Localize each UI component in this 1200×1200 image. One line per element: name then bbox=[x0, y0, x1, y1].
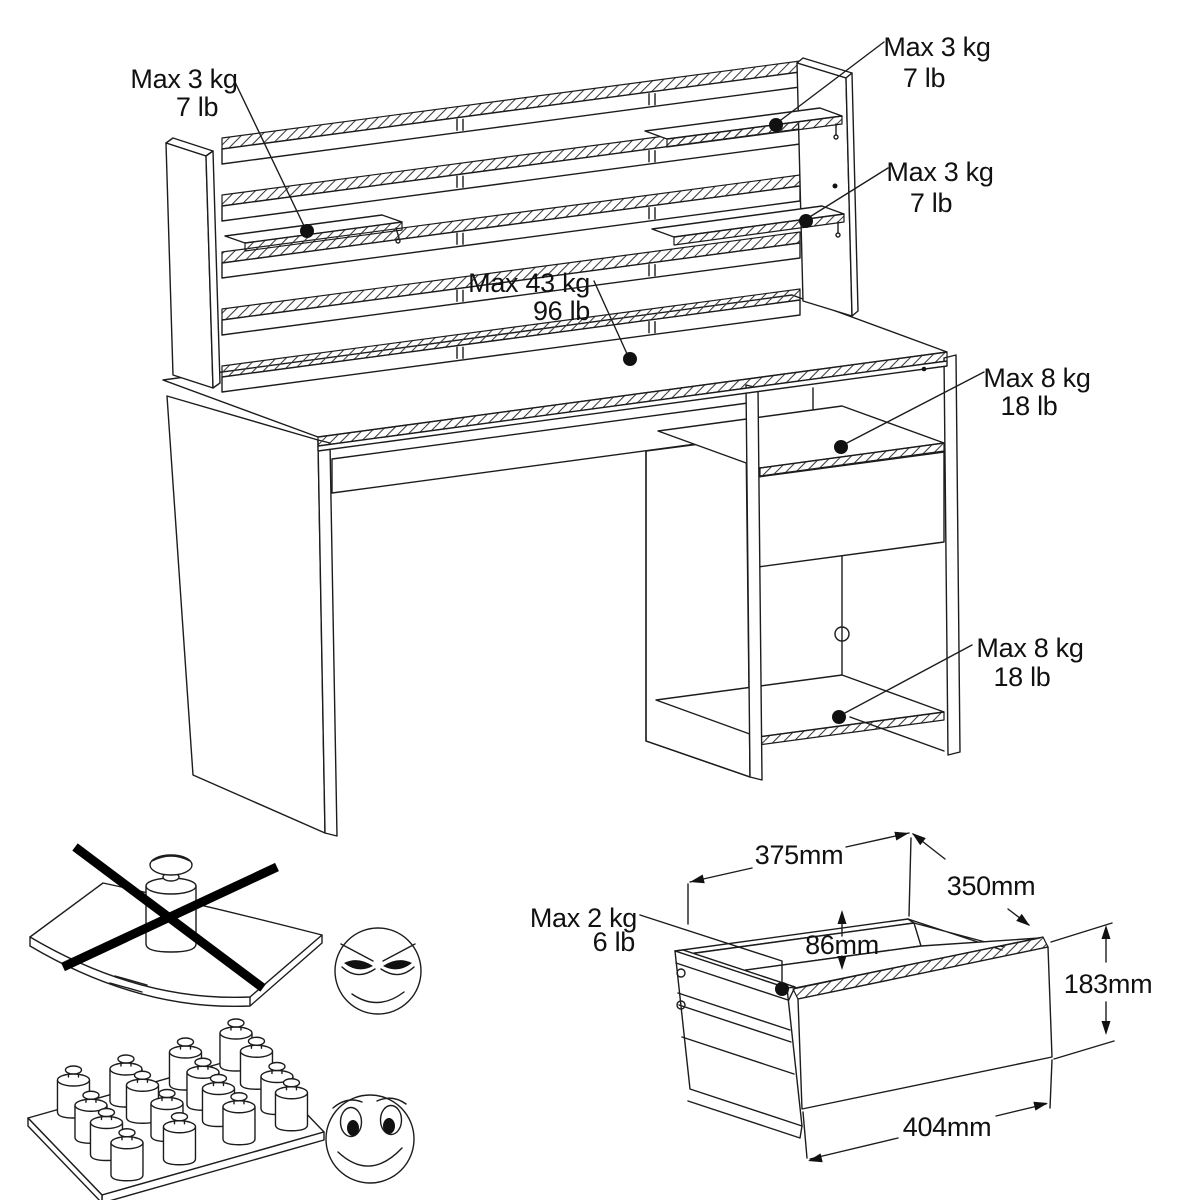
dimension-inner-depth bbox=[837, 910, 847, 970]
desk-left-leg bbox=[166, 395, 338, 837]
leader-lines bbox=[233, 41, 985, 724]
leader-line bbox=[639, 914, 783, 985]
hutch-right-panel bbox=[796, 57, 859, 317]
rail-seam-mark bbox=[648, 93, 656, 106]
desk-isometric-drawing bbox=[162, 41, 985, 837]
ref-dot bbox=[775, 982, 789, 996]
desk-hutch bbox=[165, 57, 859, 393]
label-drawer-kg: Max 2 kg bbox=[530, 903, 637, 933]
label-desktop-kg: Max 43 kg bbox=[468, 268, 590, 298]
happy-face-icon bbox=[325, 1094, 415, 1184]
label-shelf-left-kg: Max 3 kg bbox=[130, 64, 237, 94]
desk-pedestal bbox=[645, 354, 961, 781]
cross-out-mark bbox=[61, 843, 279, 992]
rail-seam-mark bbox=[456, 175, 464, 188]
label-drawer-lb: 6 lb bbox=[593, 927, 635, 957]
distributed-load-illustration bbox=[27, 1018, 325, 1200]
hutch-left-panel bbox=[165, 137, 221, 389]
label-open-shelf-kg: Max 8 kg bbox=[983, 363, 1090, 393]
rail-seam-mark bbox=[648, 264, 656, 277]
drawer-front-panel bbox=[792, 936, 1053, 1110]
weights-group bbox=[56, 1018, 309, 1182]
label-shelf-top-right-lb: 7 lb bbox=[903, 63, 945, 93]
ref-dot bbox=[769, 118, 783, 132]
label-shelf-right-lb: 7 lb bbox=[910, 188, 952, 218]
weight-icon bbox=[260, 1061, 294, 1116]
hutch-shelf-top-right bbox=[644, 107, 843, 148]
weight-icon bbox=[162, 1112, 197, 1166]
cam-mark bbox=[921, 366, 927, 372]
ref-dot bbox=[799, 214, 813, 228]
ref-dot bbox=[623, 352, 637, 366]
rail-seam-mark bbox=[456, 118, 464, 131]
rail-seam-mark bbox=[456, 289, 464, 302]
rail-seam-mark bbox=[456, 346, 464, 359]
dimension-top-depth bbox=[912, 833, 1030, 926]
dim-text-86: 86mm bbox=[805, 930, 879, 960]
dim-text-375: 375mm bbox=[755, 840, 844, 870]
warning-point-load-illustration bbox=[29, 843, 323, 1008]
rail-seam-mark bbox=[648, 207, 656, 220]
angry-face-icon bbox=[334, 927, 422, 1015]
label-bottom-shelf-kg: Max 8 kg bbox=[976, 633, 1083, 663]
label-open-shelf-lb: 18 lb bbox=[1000, 391, 1057, 421]
label-shelf-top-right-kg: Max 3 kg bbox=[883, 32, 990, 62]
single-weight-icon bbox=[145, 854, 197, 953]
weight-icon bbox=[222, 1092, 256, 1146]
ref-dot bbox=[300, 224, 314, 238]
ref-dot bbox=[834, 440, 848, 454]
dimension-top-width bbox=[687, 831, 912, 925]
cam-mark bbox=[832, 183, 838, 189]
dim-text-404: 404mm bbox=[903, 1112, 992, 1142]
rail-seam-mark bbox=[456, 232, 464, 245]
weight-icon bbox=[110, 1128, 144, 1182]
rail-seam-mark bbox=[648, 150, 656, 163]
dimension-front-height bbox=[1050, 922, 1115, 1060]
weight-icon bbox=[239, 1036, 274, 1090]
drawer-dimension-drawing bbox=[639, 831, 1115, 1163]
label-shelf-left-lb: 7 lb bbox=[176, 92, 218, 122]
dim-text-183: 183mm bbox=[1064, 969, 1153, 999]
label-bottom-shelf-lb: 18 lb bbox=[993, 662, 1050, 692]
dim-text-350: 350mm bbox=[947, 871, 1036, 901]
weight-icon bbox=[274, 1078, 309, 1132]
hutch-slat-rails bbox=[221, 60, 801, 393]
labels: Max 3 kg 7 lb Max 3 kg 7 lb Max 3 kg 7 l… bbox=[130, 32, 1152, 1142]
drawer-left-wall bbox=[674, 950, 803, 1139]
label-desktop-lb: 96 lb bbox=[533, 296, 590, 326]
rail-seam-mark bbox=[648, 321, 656, 334]
label-shelf-right-kg: Max 3 kg bbox=[886, 157, 993, 187]
dimension-front-width bbox=[802, 1059, 1053, 1163]
ref-dot bbox=[832, 710, 846, 724]
